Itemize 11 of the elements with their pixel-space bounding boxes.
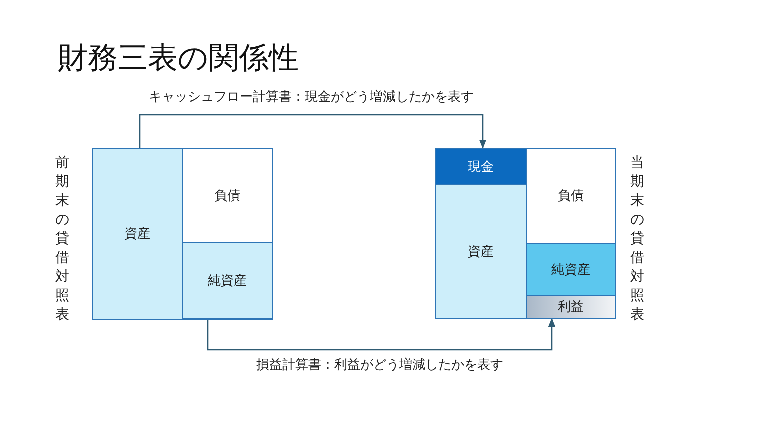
account-box: 純資産 — [526, 243, 616, 296]
account-box: 純資産 — [182, 242, 273, 319]
connector-arrow — [207, 318, 556, 351]
account-box: 資産 — [92, 148, 183, 320]
vertical-heading: 前期末の貸借対照表 — [55, 154, 70, 325]
account-box: 現金 — [435, 148, 527, 185]
connector-arrow — [139, 114, 487, 149]
account-box: 利益 — [526, 295, 616, 319]
vertical-heading: 当期末の貸借対照表 — [630, 154, 645, 325]
title: 財務三表の関係性 — [58, 40, 299, 78]
account-box: 資産 — [435, 184, 527, 319]
